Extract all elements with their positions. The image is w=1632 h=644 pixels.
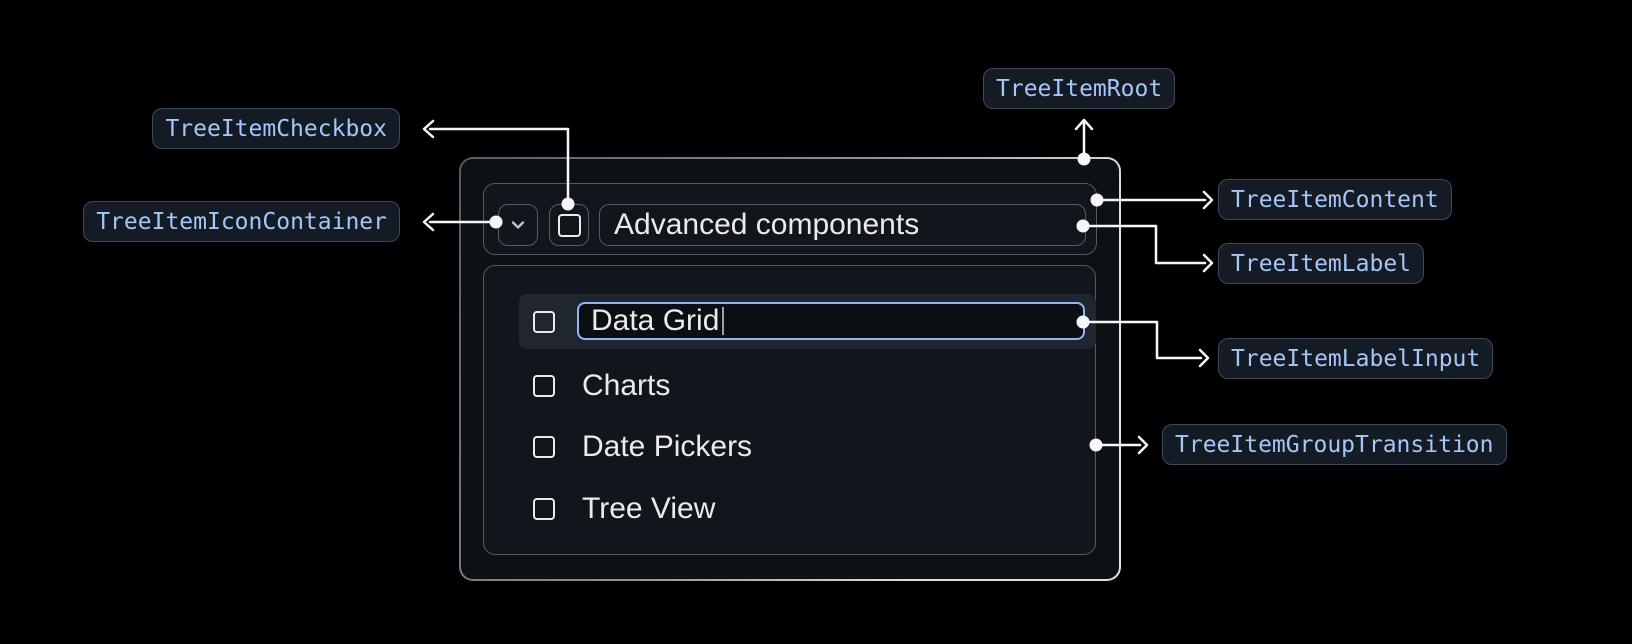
tree-item-checkbox[interactable] — [533, 436, 555, 458]
badge-tree-item-group-transition: TreeItemGroupTransition — [1162, 424, 1507, 465]
badge-tree-item-label-input: TreeItemLabelInput — [1218, 338, 1494, 379]
connector-label-input-arrowhead — [1198, 348, 1210, 368]
tree-item-content[interactable]: Advanced components — [483, 183, 1097, 255]
badge-tree-item-label: TreeItemLabel — [1218, 243, 1425, 284]
tree-item-row[interactable]: Date Pickers — [519, 422, 1096, 472]
tree-item-label-text: Tree View — [582, 492, 716, 525]
connector-group-transition-arrowhead — [1137, 435, 1149, 455]
tree-item-checkbox[interactable] — [533, 310, 555, 333]
tree-item-row[interactable]: Charts — [519, 361, 1096, 411]
tree-item-row[interactable]: Tree View — [519, 484, 1096, 534]
badge-tree-item-checkbox: TreeItemCheckbox — [152, 108, 400, 149]
badge-tree-item-root: TreeItemRoot — [983, 68, 1176, 109]
tree-item-checkbox-container — [549, 204, 589, 246]
connector-label-arrowhead — [1202, 253, 1214, 273]
tree-item-checkbox[interactable] — [533, 498, 555, 520]
tree-item-root: Advanced components Data Grid Charts — [459, 157, 1121, 581]
tree-item-group-transition: Data Grid Charts Date Pickers Tree View — [483, 265, 1096, 555]
connector-root-arrowhead — [1074, 118, 1094, 131]
tree-item-editing-row[interactable]: Data Grid — [519, 294, 1096, 349]
tree-item-checkbox[interactable] — [557, 213, 581, 237]
badge-tree-item-content: TreeItemContent — [1218, 179, 1452, 220]
connector-checkbox-arrowhead — [422, 119, 435, 139]
tree-item-icon-container[interactable] — [498, 204, 538, 246]
tree-item-checkbox[interactable] — [533, 375, 555, 397]
tree-item-label-text: Advanced components — [614, 208, 920, 241]
connector-content-arrowhead — [1202, 190, 1214, 210]
text-caret — [722, 307, 725, 335]
connector-icon-container-arrowhead — [422, 212, 435, 232]
tree-item-label-text: Date Pickers — [582, 430, 753, 463]
label-input-value: Data Grid — [591, 304, 720, 337]
badge-tree-item-icon-container: TreeItemIconContainer — [83, 201, 400, 242]
chevron-down-icon — [511, 221, 525, 229]
tree-item-label-input[interactable]: Data Grid — [577, 302, 1085, 340]
tree-item-root-surface: Advanced components Data Grid Charts — [461, 159, 1119, 579]
tree-item-label[interactable]: Advanced components — [599, 204, 1086, 246]
tree-item-label-text: Charts — [582, 369, 671, 402]
